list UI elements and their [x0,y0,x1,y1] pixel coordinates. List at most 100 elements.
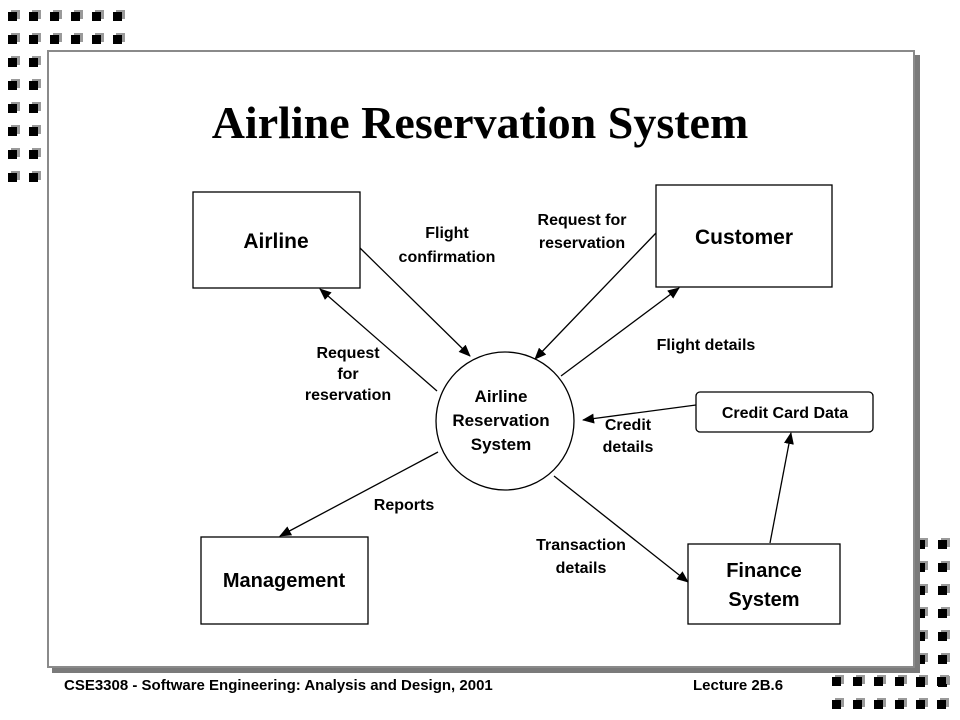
deco-square [874,698,886,709]
entity-box-management [200,536,369,625]
entity-box-customer [655,184,833,288]
deco-square [29,33,41,44]
flow-label-flight-details: Flight details [657,337,756,354]
management-label: Management [223,570,346,592]
customer-label: Customer [695,226,793,249]
text-line: confirmation [399,249,496,266]
entity-box-airline [192,191,361,289]
text-line: Credit Card Data [722,405,848,422]
text-line: Flight [425,225,469,242]
text-line: Credit [605,417,652,434]
deco-square [916,698,928,709]
deco-square [8,33,20,44]
deco-square [938,653,950,664]
deco-square [29,102,41,113]
deco-square [916,584,928,595]
airline-label: Airline [243,230,308,253]
text-line: Request for [538,212,627,229]
arrow-process-to-airline [319,288,438,392]
deco-square [916,675,928,686]
text-line: Customer [695,226,793,249]
deco-square [916,630,928,641]
deco-square [71,33,83,44]
deco-square [895,698,907,709]
text-line: reservation [305,387,391,404]
deco-square [113,33,125,44]
deco-square [92,33,104,44]
flow-label-transaction-details: Transaction details [536,537,626,577]
deco-square [874,675,886,686]
flow-label-request-from-customer: Request for reservation [538,212,627,252]
arrow-process-to-finance [553,475,689,583]
deco-square [29,148,41,159]
deco-square [29,10,41,21]
deco-square [29,56,41,67]
text-line: Management [223,570,346,592]
arrow-customer-to-process [534,232,657,360]
deco-square [895,675,907,686]
deco-square [938,561,950,572]
deco-square [853,675,865,686]
arrow-process-to-management [279,451,439,537]
text-line: reservation [539,235,625,252]
arrow-finance-to-credit-card [769,432,794,544]
deco-square [916,653,928,664]
text-line: Airline [243,230,308,253]
text-line: System [471,435,531,454]
arrow-credit-card-to-process [582,404,697,424]
text-line: Airline [475,387,528,406]
text-line: Flight details [657,337,756,354]
text-line: Transaction [536,537,626,554]
deco-square [29,79,41,90]
deco-square [832,675,844,686]
credit-card-data-label: Credit Card Data [722,405,848,422]
text-line: System [728,589,799,611]
deco-square [938,607,950,618]
process-circle [435,351,575,491]
deco-square [916,607,928,618]
text-line: details [556,560,607,577]
flow-label-request-to-airline: Request for reservation [305,345,391,404]
deco-square [938,584,950,595]
text-line: Reports [374,497,435,514]
slide-title: Airline Reservation System [211,97,749,148]
deco-square [8,148,20,159]
footer-lecture: Lecture 2B.6 [693,677,784,694]
deco-square [113,10,125,21]
deco-square [937,675,949,686]
deco-square [50,10,62,21]
entity-box-credit-card-data [695,391,874,433]
deco-square [8,125,20,136]
deco-square [938,630,950,641]
text-line: Request [316,345,380,362]
deco-square [71,10,83,21]
deco-square [832,698,844,709]
deco-square [92,10,104,21]
deco-square [8,56,20,67]
text-line: Finance [726,560,802,582]
arrow-airline-to-process [359,247,471,357]
deco-square [853,698,865,709]
deco-square [8,79,20,90]
deco-square [937,698,949,709]
text-line: Reservation [452,411,549,430]
arrow-process-to-customer [560,287,680,377]
flow-label-credit-details: Credit details [603,417,654,456]
deco-square [938,538,950,549]
text-line: details [603,439,654,456]
deco-square [8,102,20,113]
flow-label-reports: Reports [374,497,435,514]
text-line: for [337,366,358,383]
flow-label-flight-confirmation: Flight confirmation [399,225,496,266]
deco-square [29,125,41,136]
footer-course: CSE3308 - Software Engineering: Analysis… [64,677,493,694]
entity-box-finance [687,543,841,625]
deco-square [8,10,20,21]
deco-square [916,561,928,572]
deco-square [916,538,928,549]
deco-square [8,171,20,182]
